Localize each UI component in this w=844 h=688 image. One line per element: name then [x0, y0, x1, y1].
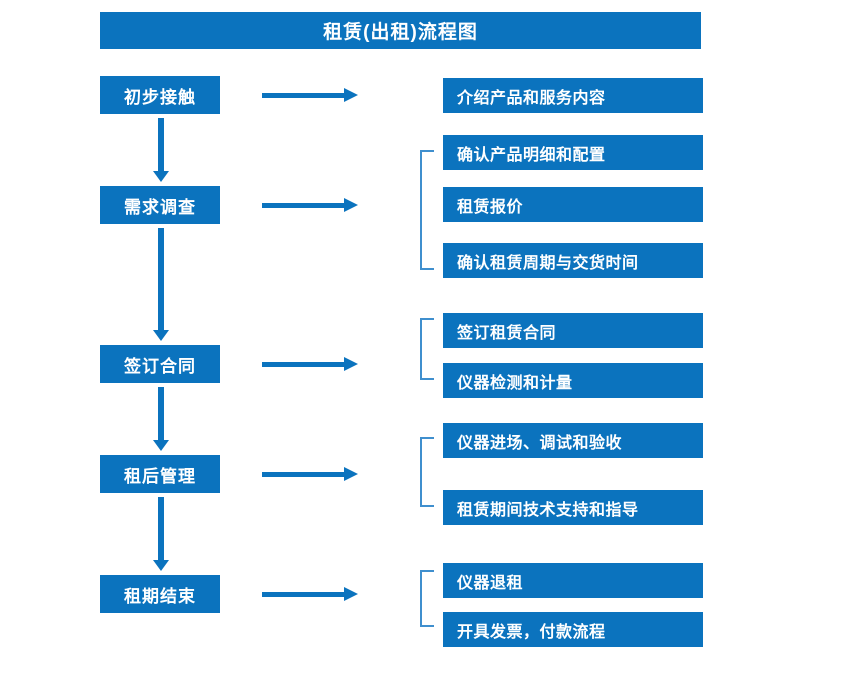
detail-box-5[interactable]: 签订租赁合同: [443, 313, 703, 348]
detail-box-3[interactable]: 租赁报价: [443, 187, 703, 222]
down-arrow-2-to-3: [153, 228, 169, 341]
stage-box-5[interactable]: 租期结束: [100, 575, 220, 613]
page-title: 租赁(出租)流程图: [100, 12, 701, 49]
detail-box-4[interactable]: 确认租赁周期与交货时间: [443, 243, 703, 278]
detail-box-7[interactable]: 仪器进场、调试和验收: [443, 423, 703, 458]
right-arrow-4: [262, 467, 358, 481]
detail-box-8[interactable]: 租赁期间技术支持和指导: [443, 490, 703, 525]
detail-box-1[interactable]: 介绍产品和服务内容: [443, 78, 703, 113]
right-arrow-3: [262, 357, 358, 371]
group-bracket-contract: [420, 318, 434, 380]
detail-box-2[interactable]: 确认产品明细和配置: [443, 135, 703, 170]
right-arrow-5: [262, 587, 358, 601]
stage-box-3[interactable]: 签订合同: [100, 345, 220, 383]
down-arrow-1-to-2: [153, 118, 169, 182]
down-arrow-4-to-5: [153, 497, 169, 571]
group-bracket-termend: [420, 570, 434, 627]
stage-box-2[interactable]: 需求调查: [100, 186, 220, 224]
right-arrow-2: [262, 198, 358, 212]
group-bracket-postrental: [420, 437, 434, 507]
stage-box-4[interactable]: 租后管理: [100, 455, 220, 493]
stage-box-1[interactable]: 初步接触: [100, 76, 220, 114]
down-arrow-3-to-4: [153, 387, 169, 451]
right-arrow-1: [262, 88, 358, 102]
group-bracket-needs: [420, 150, 434, 270]
detail-box-6[interactable]: 仪器检测和计量: [443, 363, 703, 398]
detail-box-10[interactable]: 开具发票，付款流程: [443, 612, 703, 647]
detail-box-9[interactable]: 仪器退租: [443, 563, 703, 598]
